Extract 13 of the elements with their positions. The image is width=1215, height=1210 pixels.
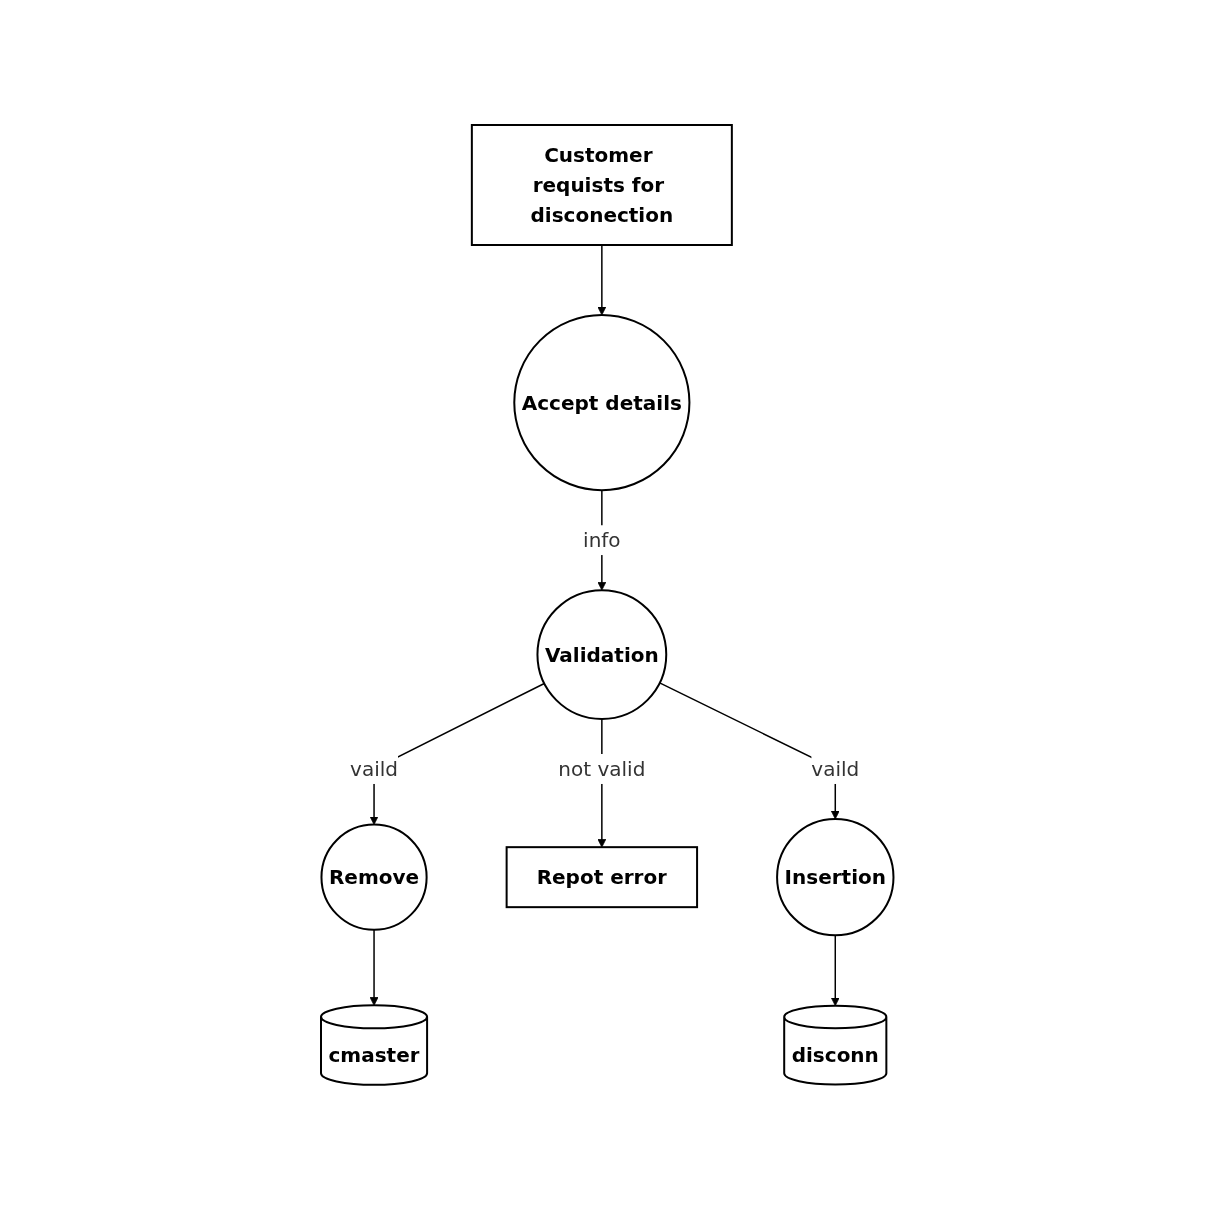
edge-label: vaild	[811, 757, 860, 782]
arrow	[597, 244, 607, 316]
node-circle	[513, 314, 691, 492]
node-circle	[320, 823, 428, 931]
edge-label: vaild	[350, 757, 399, 782]
node-circle	[536, 589, 668, 721]
node-circle	[776, 818, 895, 937]
edge-label: not valid	[558, 757, 646, 782]
arrow	[369, 929, 379, 1006]
node-box	[471, 124, 734, 247]
edge-label: info	[583, 528, 621, 553]
node-box	[505, 846, 699, 909]
arrow	[831, 934, 840, 1007]
